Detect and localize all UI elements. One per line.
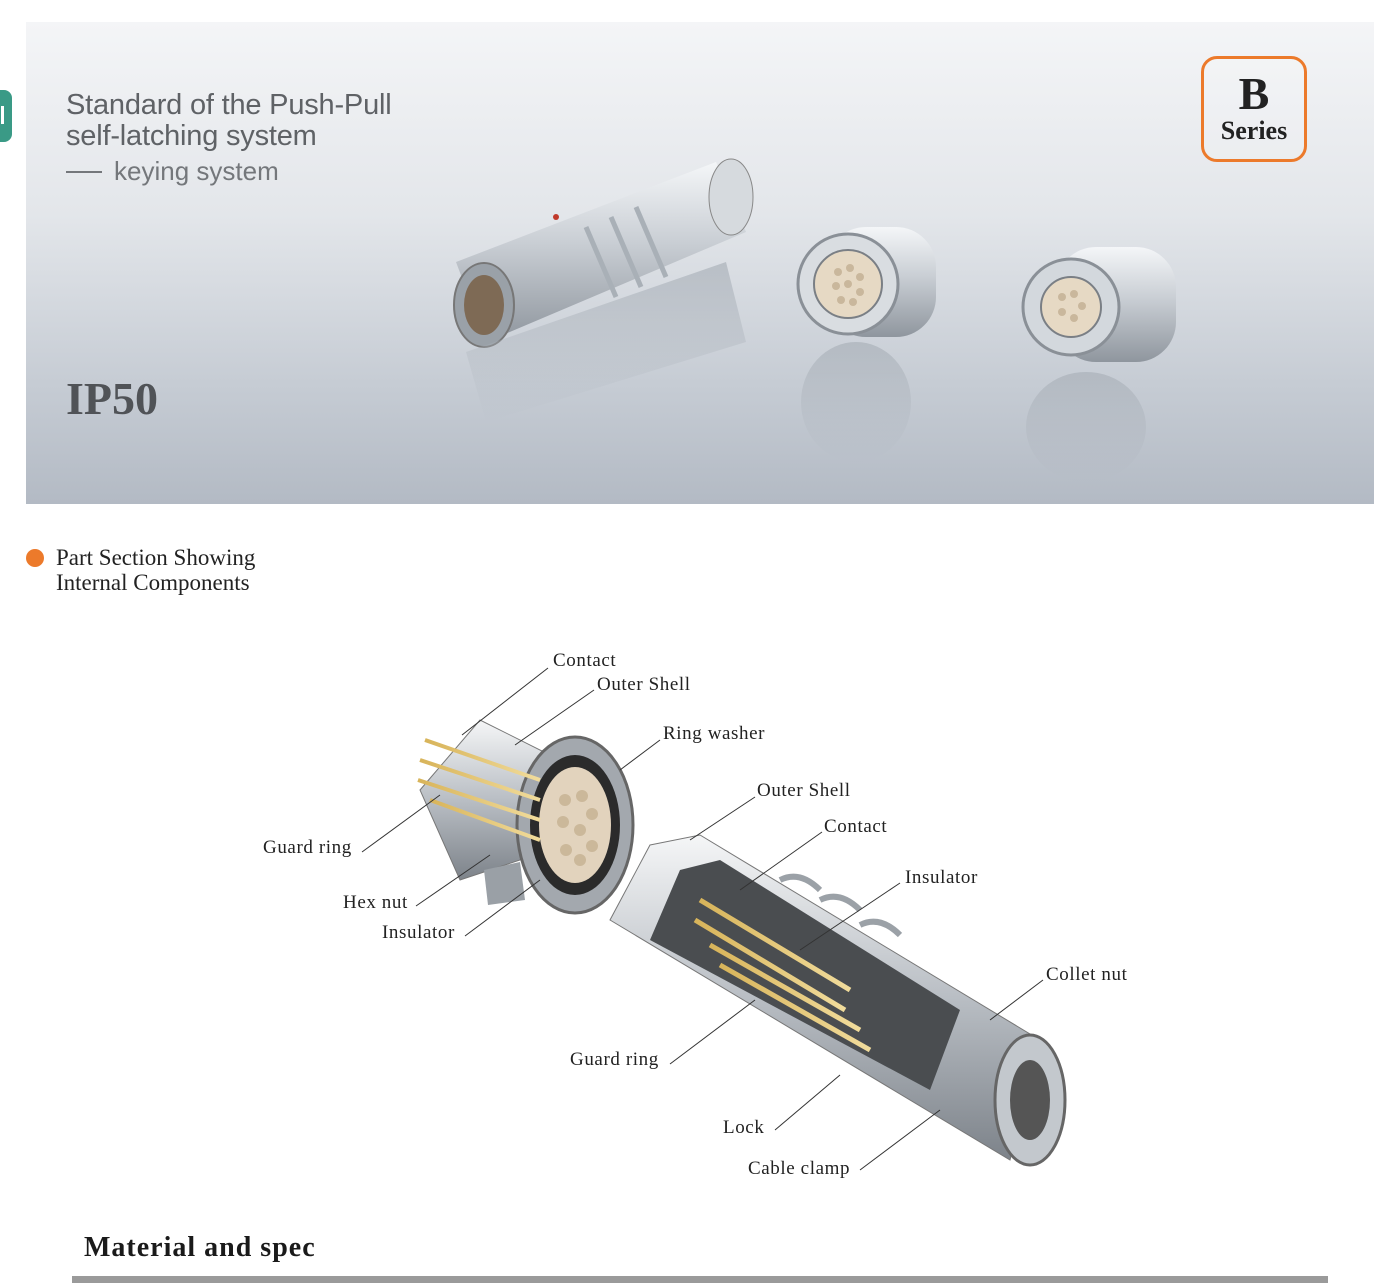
hero-title-line2: self-latching system (66, 120, 317, 152)
label-lock: Lock (723, 1117, 765, 1138)
bullet-dot-icon (26, 549, 44, 567)
label-insulator-right: Insulator (905, 867, 978, 888)
material-spec-heading: Material and spec (84, 1232, 316, 1263)
section-heading: Part Section Showing Internal Components (26, 545, 255, 595)
socket-cutaway-image (417, 719, 635, 915)
cutaway-diagram (361, 667, 1067, 1171)
label-insulator-left: Insulator (382, 922, 455, 943)
hero-subtitle: keying system (66, 156, 279, 187)
series-letter: B (1238, 68, 1270, 119)
connector-product-photo (453, 158, 1176, 482)
label-contact-top: Contact (553, 650, 617, 671)
hero-title-line1: Standard of the Push-Pull (66, 89, 392, 121)
label-guard-ring-right: Guard ring (570, 1049, 659, 1070)
hero-subtitle-text: keying system (114, 156, 279, 186)
label-outer-shell-right: Outer Shell (757, 780, 851, 801)
heading-underline (72, 1276, 1328, 1283)
label-ring-washer: Ring washer (663, 723, 766, 744)
dash-divider (66, 170, 102, 173)
hero-title: Standard of the Push-Pull self-latching … (66, 89, 392, 152)
label-cable-clamp: Cable clamp (748, 1158, 851, 1179)
series-badge: B Series (1201, 56, 1307, 162)
plug-connector-image (453, 158, 754, 422)
panel-socket-image-1 (796, 227, 936, 462)
label-guard-ring-left: Guard ring (263, 837, 352, 858)
series-word: Series (1220, 116, 1288, 145)
panel-socket-image-2 (1021, 247, 1176, 482)
section-heading-line1: Part Section Showing (56, 545, 256, 570)
ip-rating: IP50 (66, 373, 158, 424)
leader-lines (361, 667, 1044, 1171)
label-outer-shell-top: Outer Shell (597, 674, 691, 695)
label-contact-right: Contact (824, 816, 888, 837)
label-collet-nut: Collet nut (1046, 964, 1128, 985)
label-hex-nut: Hex nut (343, 892, 408, 913)
hero-banner: Standard of the Push-Pull self-latching … (26, 22, 1374, 504)
plug-cutaway-image (609, 834, 1067, 1167)
side-tab[interactable] (0, 90, 12, 142)
section-heading-line2: Internal Components (56, 570, 250, 595)
